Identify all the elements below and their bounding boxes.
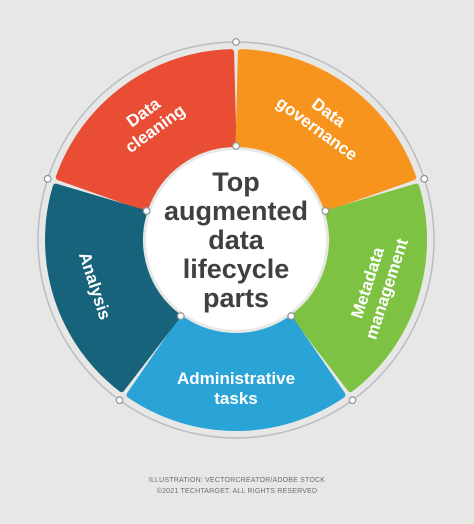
hub-node-dot — [142, 207, 151, 215]
segment-data-governance-shape — [235, 49, 417, 211]
segment-analysis-shape — [45, 183, 181, 393]
ring-node-dot — [43, 174, 52, 183]
hub-node-dot — [287, 312, 296, 320]
hub-node-dot — [321, 207, 330, 215]
segment-analysis: Analysis — [45, 183, 181, 393]
segment-metadata-management: Metadatamanagement — [291, 183, 427, 393]
ring-node-dot — [420, 174, 429, 183]
segment-metadata-management-shape — [291, 183, 427, 393]
ring-node-dot — [232, 38, 240, 46]
segment-administrative-tasks-shape — [126, 316, 346, 431]
ring-node-dot — [348, 396, 357, 405]
copyright-notice: ©2021 TECHTARGET. ALL RIGHTS RESERVED — [156, 488, 318, 495]
illustration-credit: ILLUSTRATION: VECTORCREATOR/ADOBE STOCK — [148, 477, 326, 484]
segment-data-cleaning: Datacleaning — [55, 49, 237, 211]
segment-data-cleaning-shape — [55, 49, 237, 211]
segment-data-governance: Datagovernance — [235, 49, 417, 211]
center-hub — [146, 150, 326, 330]
hub-node-dot — [176, 312, 185, 320]
hub-node-dot — [232, 142, 240, 150]
ring-node-dot — [115, 396, 124, 405]
